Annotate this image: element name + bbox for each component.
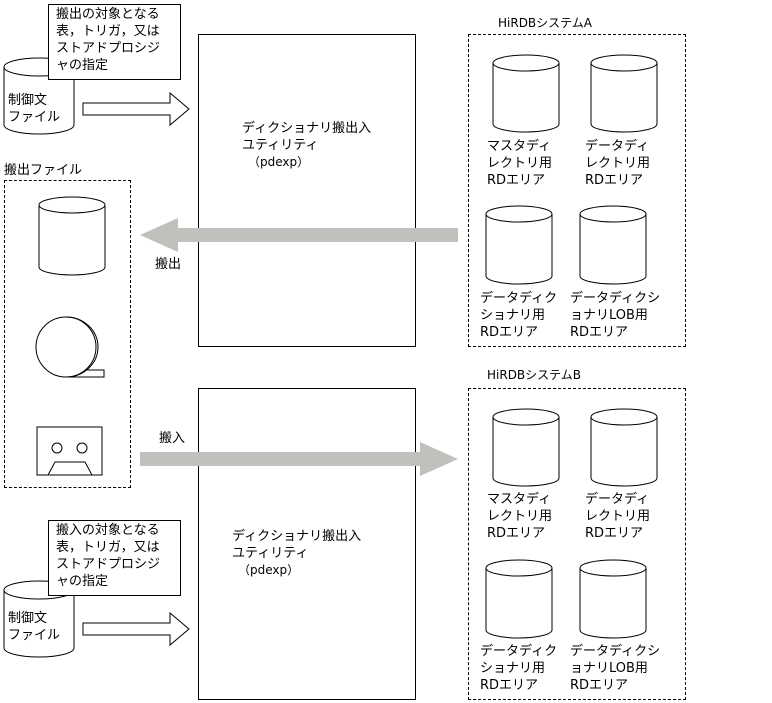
- system-a-box: [468, 34, 686, 347]
- import-flow-label: 搬入: [159, 431, 186, 446]
- control-arrow-top: [82, 91, 190, 127]
- disk-storage-icon: [38, 196, 106, 276]
- export-file-box: [4, 180, 131, 488]
- system-a-area-label: マスタディ レクトリ用 RDエリア: [487, 139, 553, 188]
- utility-box-import: [198, 388, 416, 700]
- control-arrow-bottom: [82, 611, 190, 647]
- system-b-area-label: データディクシ ョナリLOB用 RDエリア: [570, 644, 661, 693]
- utility-box-export: [198, 34, 416, 347]
- export-flow-label: 搬出: [155, 257, 182, 272]
- system-a-area-label: データディク ショナリ用 RDエリア: [480, 291, 558, 340]
- utility-command-import: （pdexp）: [238, 563, 300, 577]
- system-b-area-label: データディ レクトリ用 RDエリア: [585, 492, 651, 541]
- export-flow-arrow: [140, 218, 458, 252]
- utility-name-export: ディクショナリ搬出入 ユティリティ: [242, 121, 372, 153]
- system-b-title: HiRDBシステムB: [487, 368, 582, 382]
- system-a-title: HiRDBシステムA: [498, 16, 593, 30]
- system-b-area-label: マスタディ レクトリ用 RDエリア: [487, 492, 553, 541]
- control-file-label-bottom: 制御文 ファイル: [8, 611, 61, 643]
- system-b-box: [468, 388, 686, 700]
- export-file-title: 搬出ファイル: [4, 163, 83, 178]
- system-a-area-label: データディクシ ョナリLOB用 RDエリア: [570, 291, 661, 340]
- system-b-cylinders: [485, 408, 658, 639]
- export-target-note: 搬出の対象となる 表，トリガ，又は ストアドプロシジ ャの指定: [48, 4, 181, 80]
- utility-command-export: （pdexp）: [248, 155, 310, 169]
- control-file-label-top: 制御文 ファイル: [8, 93, 61, 125]
- system-a-area-label: データディ レクトリ用 RDエリア: [585, 139, 651, 188]
- import-target-note: 搬入の対象となる 表，トリガ，又は ストアドプロシジ ャの指定: [48, 520, 181, 596]
- utility-name-import: ディクショナリ搬出入 ユティリティ: [232, 529, 362, 561]
- system-b-area-label: データディク ショナリ用 RDエリア: [480, 644, 558, 693]
- magnetic-tape-icon: [35, 316, 105, 378]
- system-a-cylinders: [485, 54, 658, 285]
- import-flow-arrow: [140, 442, 458, 476]
- cassette-tape-icon: [36, 426, 103, 476]
